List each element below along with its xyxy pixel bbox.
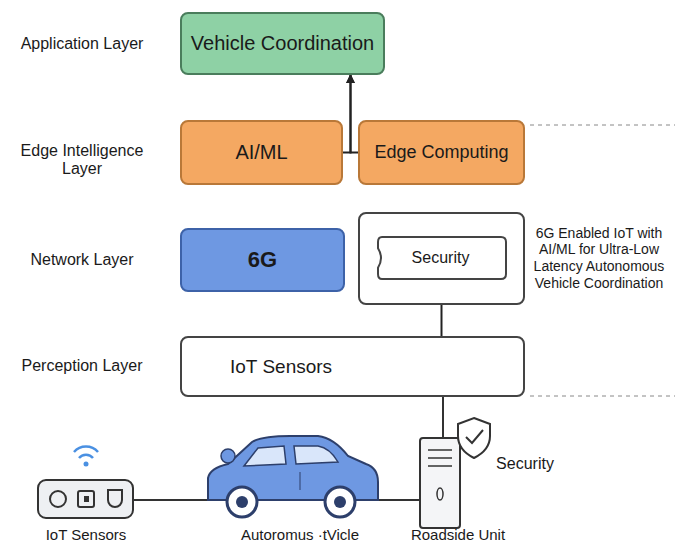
diagram-caption: 6G Enabled IoT with AI/ML for Ultra-Low … bbox=[528, 225, 670, 292]
security-box: Security bbox=[374, 236, 507, 280]
security-frame: 6G Enabled IoT with AI/ML for Ultra-Low … bbox=[358, 212, 525, 305]
rsu-label: Roadside Unit bbox=[398, 526, 518, 543]
node-text: AI/ML bbox=[235, 141, 287, 164]
node-text: Security bbox=[412, 249, 470, 267]
network-box: 6G bbox=[180, 228, 345, 292]
connector bbox=[441, 305, 443, 336]
roadside-unit bbox=[420, 438, 460, 528]
vehicle-label: Autoromus ·tVicle bbox=[215, 526, 385, 543]
layer-label: Perception Layer bbox=[2, 357, 162, 375]
connector bbox=[351, 75, 359, 153]
iot-device bbox=[38, 447, 133, 518]
dashed-divider bbox=[530, 125, 675, 126]
layer-label: Edge Intelligence Layer bbox=[7, 142, 157, 179]
node-text: IoT Sensors bbox=[230, 356, 332, 378]
node-text: 6G bbox=[248, 247, 277, 273]
node-text: Vehicle Coordination bbox=[191, 32, 374, 55]
connector bbox=[343, 75, 351, 153]
layer-label: Application Layer bbox=[2, 35, 162, 53]
device-label: IoT Sensors bbox=[26, 526, 146, 543]
perception-box: IoT Sensors bbox=[180, 336, 525, 397]
link-wire bbox=[378, 499, 420, 501]
link-wire bbox=[133, 499, 210, 501]
car-illustration bbox=[208, 436, 378, 517]
ai-ml-box: AI/ML bbox=[180, 120, 343, 185]
link-wire bbox=[442, 397, 444, 438]
tab-outline bbox=[378, 237, 506, 279]
security-label: Security bbox=[485, 455, 565, 473]
shield-icon bbox=[458, 418, 490, 458]
dashed-divider bbox=[530, 396, 675, 397]
application-box: Vehicle Coordination bbox=[180, 12, 385, 75]
edge-computing-box: Edge Computing bbox=[358, 120, 525, 185]
layer-label: Network Layer bbox=[2, 251, 162, 269]
node-text: Edge Computing bbox=[374, 142, 508, 163]
